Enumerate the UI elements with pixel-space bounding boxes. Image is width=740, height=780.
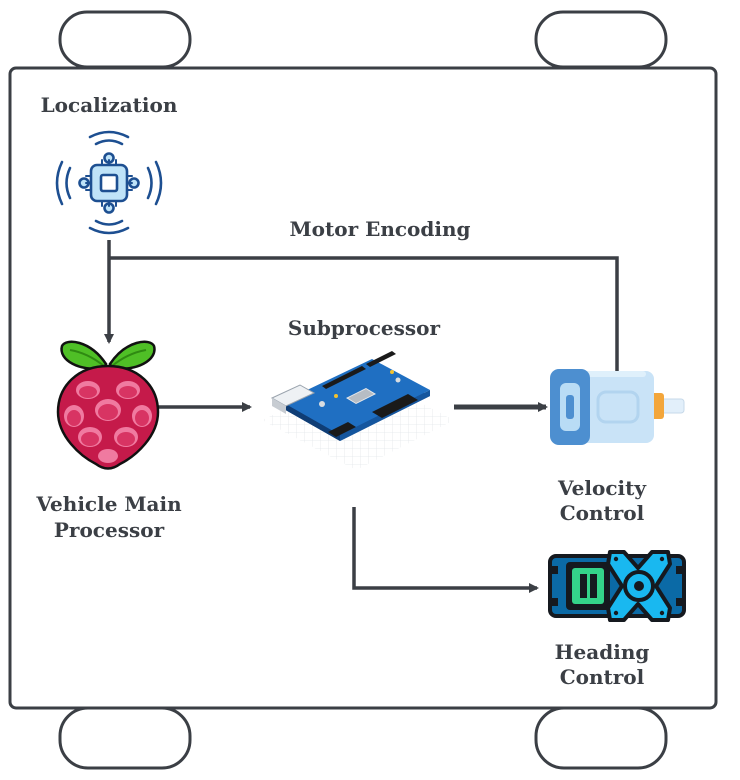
wireless-chip-icon xyxy=(55,130,163,235)
subprocessor-label: Subprocessor xyxy=(288,316,441,340)
wheel-top-right xyxy=(534,10,668,69)
dc-motor-icon xyxy=(550,369,685,445)
wheel-bottom-left xyxy=(58,706,192,770)
connectors xyxy=(104,240,619,593)
main-processor-label-line2: Processor xyxy=(54,518,165,542)
main-processor-label-line1: Vehicle Main xyxy=(35,492,182,516)
wheels xyxy=(58,10,668,770)
wheel-top-left xyxy=(58,10,192,69)
motor-encoding-feedback-line xyxy=(109,256,619,372)
arduino-board-icon xyxy=(262,351,454,470)
heading-control-label-line1: Heading xyxy=(555,640,650,664)
velocity-control-label-line2: Control xyxy=(560,501,645,525)
velocity-control-label-line1: Velocity xyxy=(557,476,647,500)
heading-control-label-line2: Control xyxy=(560,665,645,689)
servo-motor-icon xyxy=(548,550,686,622)
subprocessor-to-heading-arrow xyxy=(352,507,539,593)
localization-label: Localization xyxy=(41,93,178,117)
raspberry-pi-icon xyxy=(56,340,160,470)
wheel-bottom-right xyxy=(534,706,668,770)
motor-encoding-label: Motor Encoding xyxy=(290,217,471,241)
